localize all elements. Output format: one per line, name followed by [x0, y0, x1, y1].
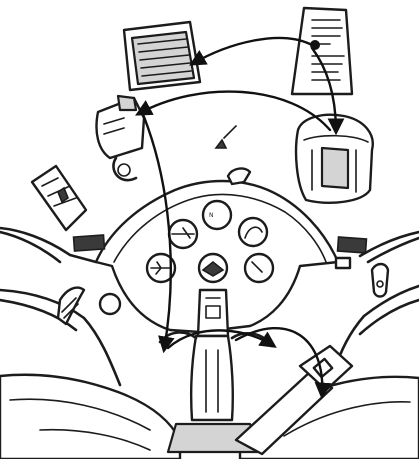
left-dark-panel — [74, 235, 105, 251]
gauge-attitude: N — [203, 201, 231, 229]
panel-knob — [100, 294, 120, 314]
windscreen-ornament — [216, 140, 226, 148]
pilot-seat — [0, 375, 180, 459]
panel-vent — [336, 258, 350, 268]
arrow-document-to-checklist — [192, 38, 310, 64]
bag-icon — [296, 115, 373, 203]
gauge-airspeed — [169, 220, 197, 248]
gauge-label: N — [209, 212, 214, 219]
right-dark-panel — [338, 237, 367, 253]
compass — [228, 169, 250, 184]
throttle-handle — [58, 288, 84, 324]
gauge-altimeter — [239, 218, 267, 246]
mixture-lever — [372, 264, 388, 297]
gauge-vsi — [245, 254, 273, 282]
map-icon — [32, 166, 86, 230]
camera-icon — [97, 96, 145, 180]
document-icon — [292, 8, 352, 94]
checklist-icon — [124, 22, 200, 90]
gauge-heading — [199, 254, 227, 282]
